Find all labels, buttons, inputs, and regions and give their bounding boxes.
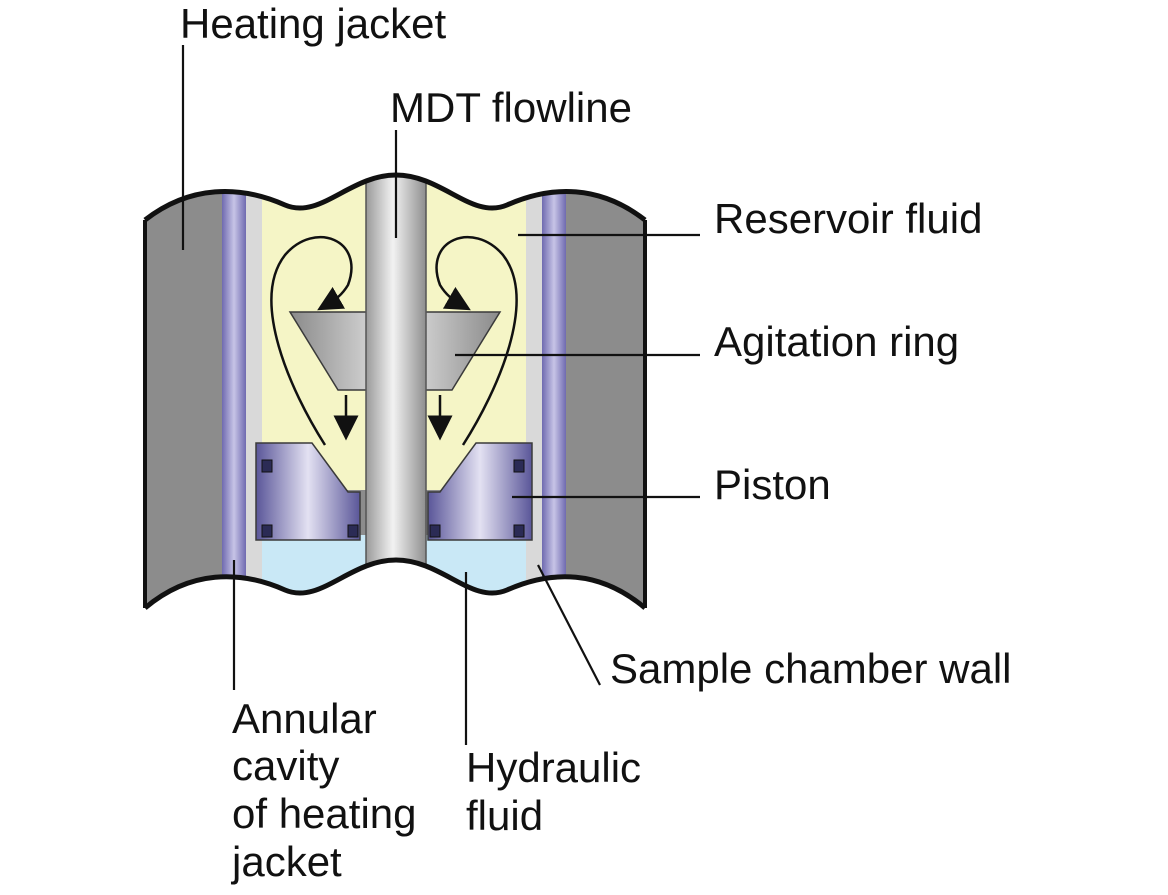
- piston-seal: [261, 524, 273, 538]
- label-annular-cavity-line3: of heating: [232, 790, 417, 837]
- mdt-flowline-tube: [365, 175, 427, 608]
- annular-cavity-left: [222, 175, 246, 608]
- sample-chamber-wall-right: [526, 175, 542, 608]
- piston-left: [255, 442, 361, 541]
- body-bottom-edge: [143, 557, 647, 610]
- sample-chamber-wall-left: [246, 175, 262, 608]
- piston-seal: [347, 524, 359, 538]
- label-piston: Piston: [714, 461, 831, 508]
- leader-sample-chamber-wall: [537, 564, 601, 686]
- label-annular-cavity-line2: cavity: [232, 742, 339, 789]
- label-mdt-flowline: MDT flowline: [390, 84, 632, 131]
- annular-cavity-right: [542, 175, 566, 608]
- piston-seal: [429, 524, 441, 538]
- circulation-arrow-left: [270, 236, 353, 446]
- piston-seal: [513, 524, 525, 538]
- label-annular-cavity-line4: jacket: [230, 838, 342, 885]
- label-annular-cavity-line1: Annular: [232, 695, 377, 742]
- label-heating-jacket: Heating jacket: [180, 0, 446, 47]
- circulation-arrow-right: [435, 236, 518, 446]
- label-hydraulic-fluid-line2: fluid: [466, 792, 543, 839]
- label-sample-chamber-wall: Sample chamber wall: [610, 645, 1012, 692]
- piston-seal: [261, 459, 273, 473]
- piston-right: [427, 442, 533, 541]
- label-reservoir-fluid: Reservoir fluid: [714, 195, 982, 242]
- piston-seal: [513, 459, 525, 473]
- label-hydraulic-fluid-line1: Hydraulic: [466, 744, 641, 791]
- tool-body: [145, 175, 645, 608]
- label-agitation-ring: Agitation ring: [714, 318, 959, 365]
